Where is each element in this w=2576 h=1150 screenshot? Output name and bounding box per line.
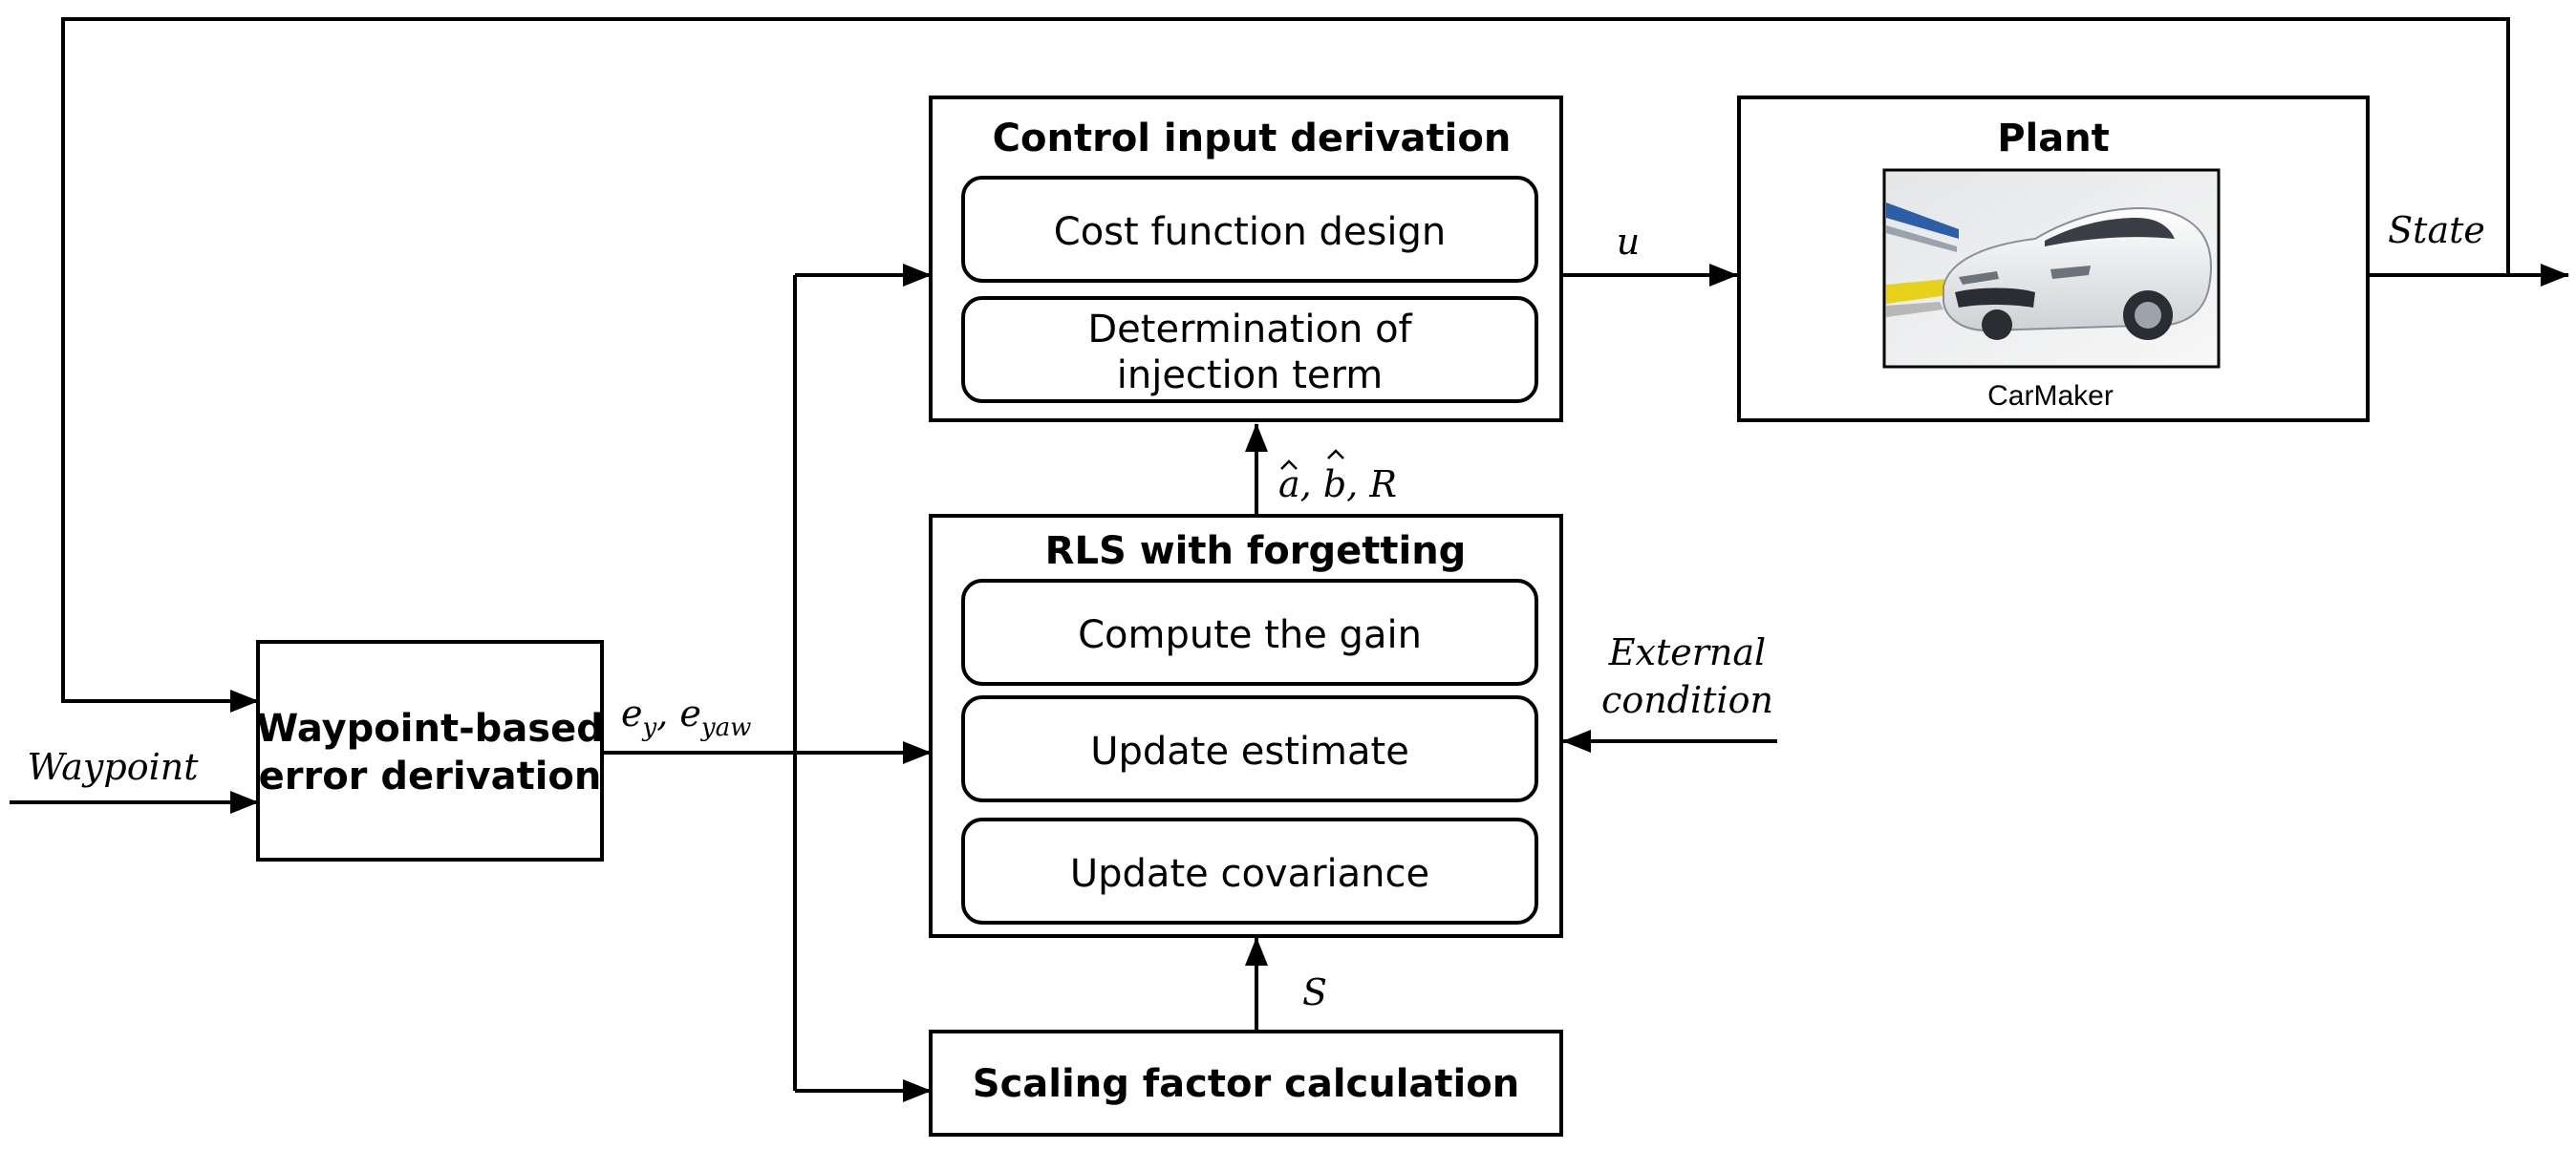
- control-input-block: Control input derivation Cost function d…: [929, 96, 1563, 422]
- signal-external-line2: condition: [1601, 679, 1773, 721]
- control-input-title: Control input derivation: [993, 117, 1512, 160]
- scaling-factor-frame: [929, 1030, 1563, 1137]
- rls-title: RLS with forgetting: [1045, 529, 1467, 573]
- update-estimate-label: Update estimate: [1090, 730, 1409, 774]
- signal-estimates-label: a, b, R: [1278, 449, 1397, 505]
- update-covariance-box: [961, 818, 1538, 925]
- waypoint-error-frame: [256, 640, 604, 862]
- svg-text:a, b, R: a, b, R: [1278, 463, 1397, 505]
- feedback-line: [61, 17, 2510, 713]
- rls-block: RLS with forgetting Compute the gain Upd…: [929, 514, 1563, 938]
- signal-external-line1: External: [1608, 631, 1766, 673]
- waypoint-error-title-line1: Waypoint-based: [256, 707, 604, 751]
- cost-function-label: Cost function design: [1054, 210, 1446, 254]
- car-image: [1882, 168, 2221, 369]
- signal-waypoint-label: Waypoint: [28, 746, 200, 788]
- signal-u-label: u: [1617, 221, 1640, 263]
- scaling-factor-block: Scaling factor calculation: [929, 1030, 1563, 1137]
- compute-gain-label: Compute the gain: [1078, 613, 1422, 657]
- signal-state-label: State: [2388, 209, 2485, 251]
- injection-term-label-line2: injection term: [1117, 353, 1384, 397]
- signal-errors-label: ey, eyaw: [621, 692, 751, 742]
- cost-function-box: [961, 176, 1538, 283]
- injection-term-box: [961, 296, 1538, 403]
- waypoint-error-title-line2: error derivation: [259, 755, 602, 799]
- signal-s-label: S: [1302, 971, 1327, 1013]
- injection-term-label-line1: Determination of: [1087, 308, 1412, 351]
- plant-block: Plant CarMaker: [1737, 96, 2370, 422]
- plant-title: Plant: [1997, 117, 2110, 160]
- scaling-factor-title: Scaling factor calculation: [973, 1062, 1519, 1106]
- waypoint-error-block: Waypoint-based error derivation: [256, 640, 604, 862]
- carmaker-caption: CarMaker: [1987, 380, 2114, 412]
- update-estimate-box: [961, 695, 1538, 802]
- compute-gain-box: [961, 579, 1538, 686]
- connections: [10, 17, 2569, 1102]
- update-covariance-label: Update covariance: [1070, 852, 1429, 896]
